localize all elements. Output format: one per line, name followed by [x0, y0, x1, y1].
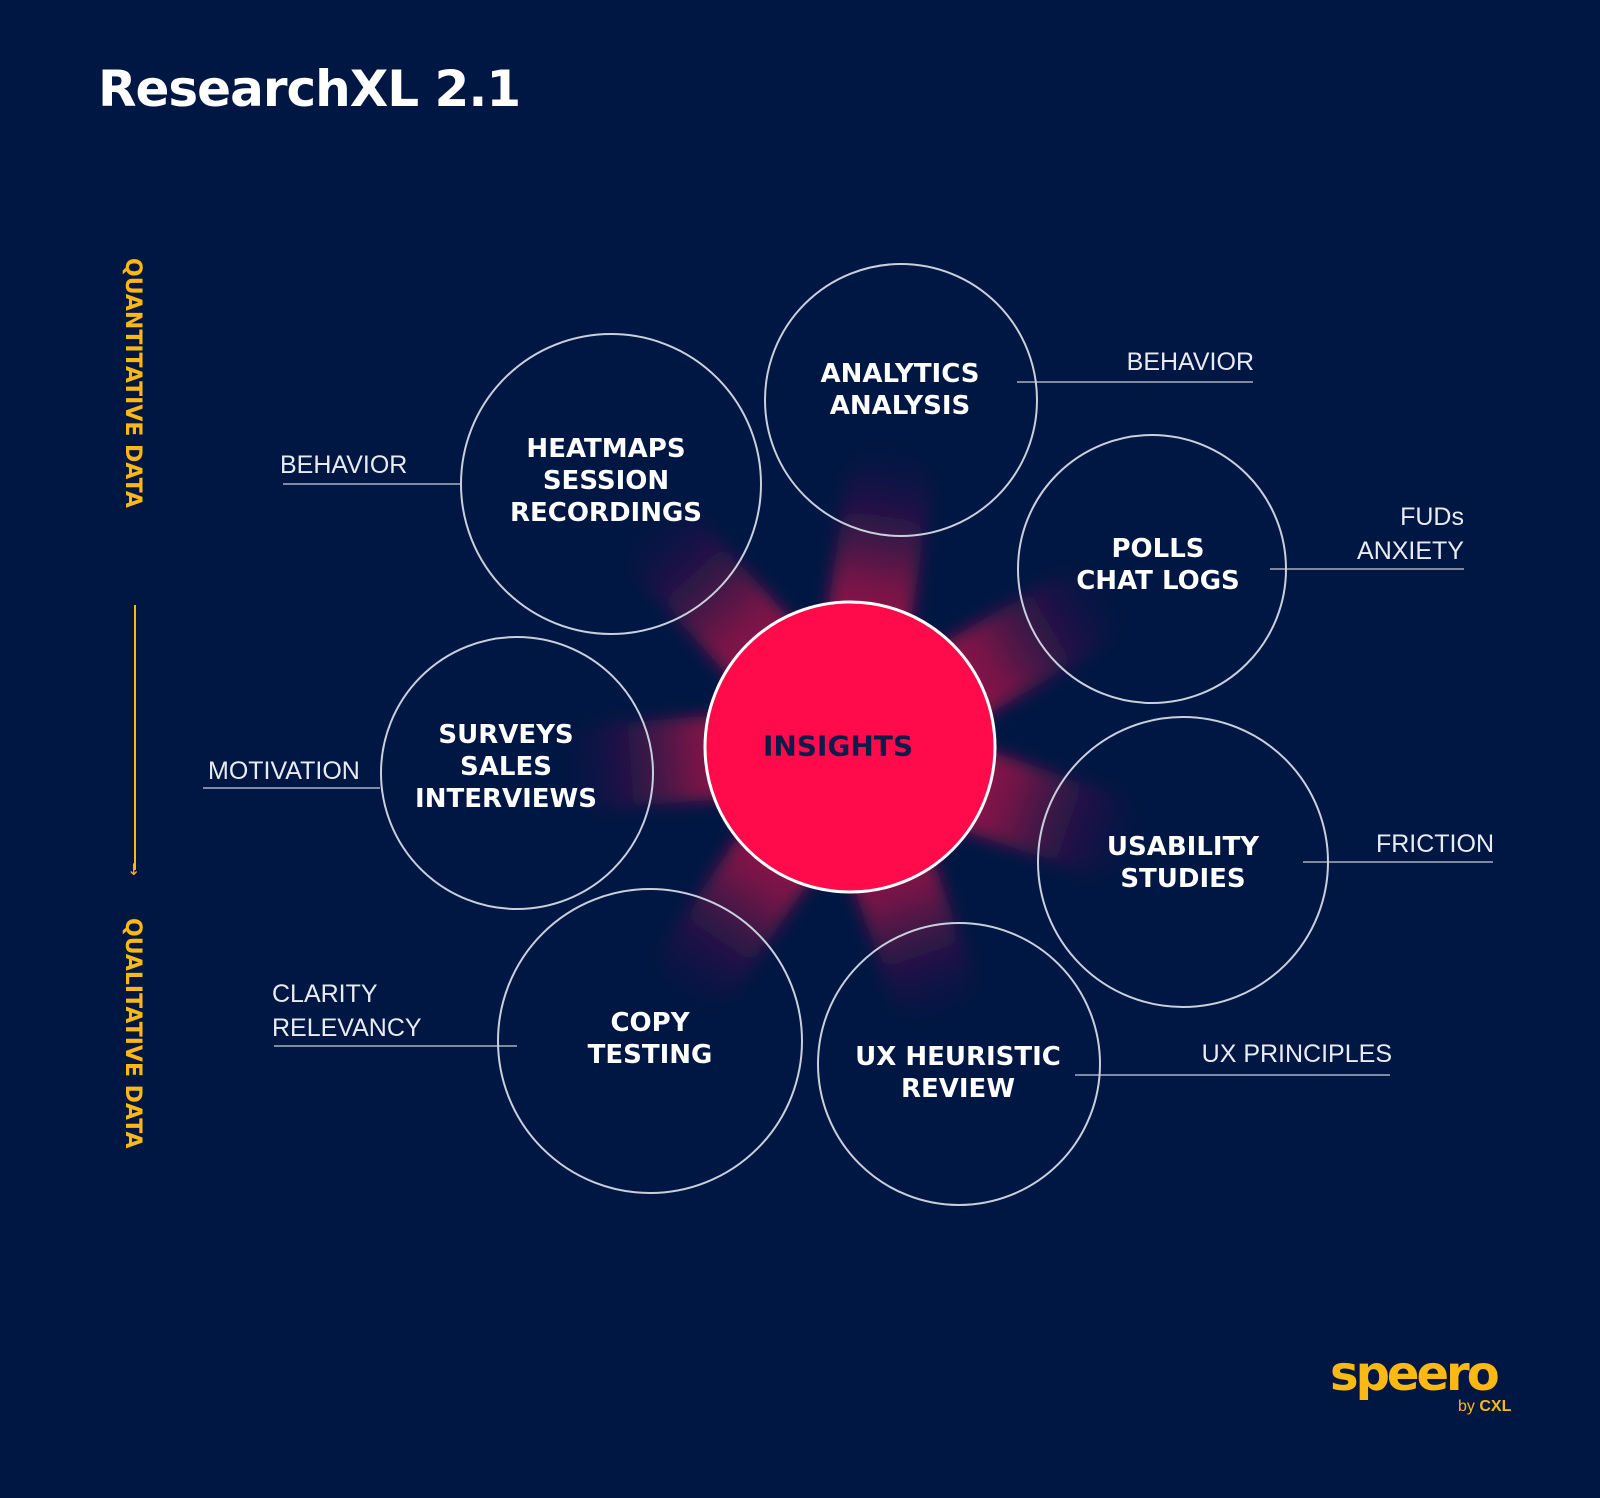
annotation-analytics: BEHAVIOR [1126, 348, 1254, 376]
annotation-heatmaps: BEHAVIOR [280, 451, 408, 479]
circle-ux [817, 922, 1101, 1206]
circle-copy [497, 888, 803, 1194]
quantitative-data-label: QUANTITATIVE DATA [120, 258, 145, 508]
annotation-leader-lines [203, 381, 1493, 1076]
insights-label: INSIGHTS [762, 729, 914, 763]
qualitative-data-label: QUALITATIVE DATA [120, 918, 145, 1149]
annotation-usability: FRICTION [1375, 830, 1494, 858]
insights-circle [703, 600, 997, 894]
arrow-down-icon: ↓ [127, 860, 141, 879]
circle-analytics [764, 263, 1038, 537]
annotation-surveys: MOTIVATION [208, 757, 360, 785]
annotation-ux-heuristic: UX PRINCIPLES [1201, 1040, 1392, 1068]
node-circles [380, 263, 1329, 1206]
axis-arrow-line [134, 605, 136, 870]
circle-surveys [380, 636, 654, 910]
page-title: ResearchXL 2.1 [98, 60, 521, 118]
speero-logo: speero [1330, 1346, 1500, 1402]
brand-byline: by CXL [1458, 1398, 1512, 1415]
